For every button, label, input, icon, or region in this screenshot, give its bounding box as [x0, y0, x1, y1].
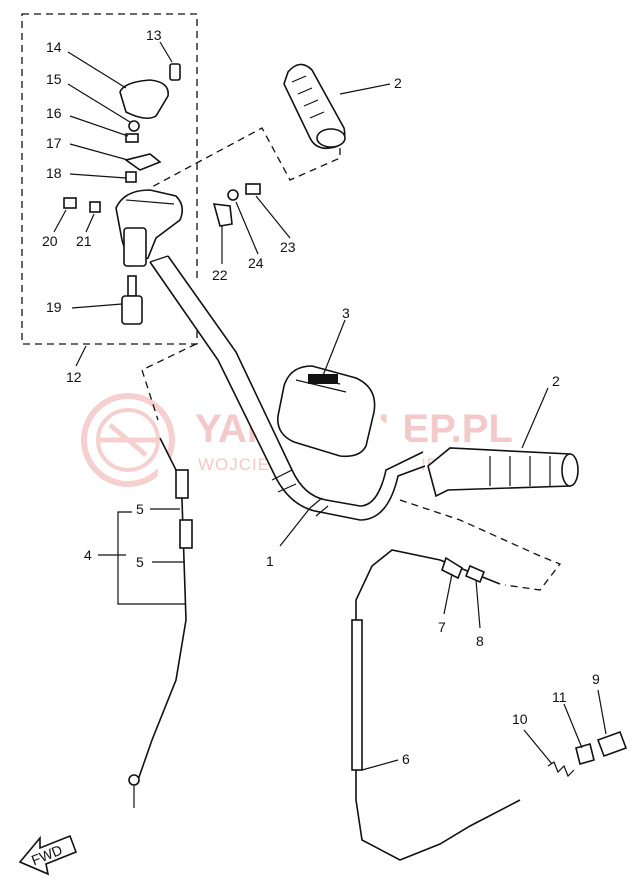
callout-5-lower: 5 — [136, 554, 144, 570]
grip-left — [149, 63, 346, 189]
nut-21 — [89, 201, 101, 213]
callout-22: 22 — [212, 267, 228, 283]
callout-17: 17 — [46, 135, 62, 151]
nut-16 — [125, 133, 139, 143]
callout-23: 23 — [280, 239, 296, 255]
callout-10: 10 — [512, 711, 528, 727]
screw-13 — [169, 63, 181, 81]
leader-lines — [53, 41, 607, 771]
callout-7: 7 — [438, 619, 446, 635]
callout-11: 11 — [552, 689, 567, 705]
choke-cable — [351, 549, 521, 861]
handlebar-switch — [277, 365, 376, 458]
callout-13: 13 — [146, 27, 162, 43]
callout-5-upper: 5 — [136, 501, 144, 517]
callout-16: 16 — [46, 105, 62, 121]
callout-1: 1 — [266, 553, 274, 569]
callout-2-right: 2 — [552, 373, 560, 389]
watermark-logo-icon — [81, 393, 175, 487]
callout-6: 6 — [402, 751, 410, 767]
throttle-cable — [128, 343, 197, 808]
callout-4: 4 — [84, 547, 92, 563]
adjuster-19 — [121, 275, 143, 325]
callout-3: 3 — [342, 305, 350, 321]
cover — [119, 79, 169, 120]
throttle-housing — [115, 189, 184, 268]
callout-19: 19 — [46, 299, 62, 315]
lever-17 — [124, 153, 162, 171]
callout-numbers: 1 2 2 3 4 5 5 6 7 8 9 10 11 12 13 14 15 … — [42, 27, 600, 767]
callout-21: 21 — [76, 233, 92, 249]
clamp-22 — [212, 203, 233, 227]
callout-8: 8 — [476, 633, 484, 649]
callout-12: 12 — [66, 369, 82, 385]
screw-23 — [245, 183, 261, 195]
washer-15 — [128, 120, 140, 132]
throttle-assembly-dashed-box — [21, 13, 198, 345]
fwd-arrow-icon: FWD — [18, 834, 78, 876]
lever-9 — [596, 730, 628, 758]
bracket-4 — [117, 511, 186, 605]
callout-14: 14 — [46, 39, 62, 55]
spring-10 — [547, 761, 575, 778]
bolt-20 — [63, 197, 77, 209]
callout-2-left: 2 — [394, 75, 402, 91]
clip-11 — [575, 743, 595, 765]
washer-24 — [227, 189, 239, 201]
callout-20: 20 — [42, 233, 58, 249]
callout-18: 18 — [46, 165, 62, 181]
grip-right — [399, 447, 579, 591]
callout-9: 9 — [592, 671, 600, 687]
callout-24: 24 — [248, 255, 264, 271]
spring-18 — [125, 171, 137, 183]
callout-15: 15 — [46, 71, 62, 87]
